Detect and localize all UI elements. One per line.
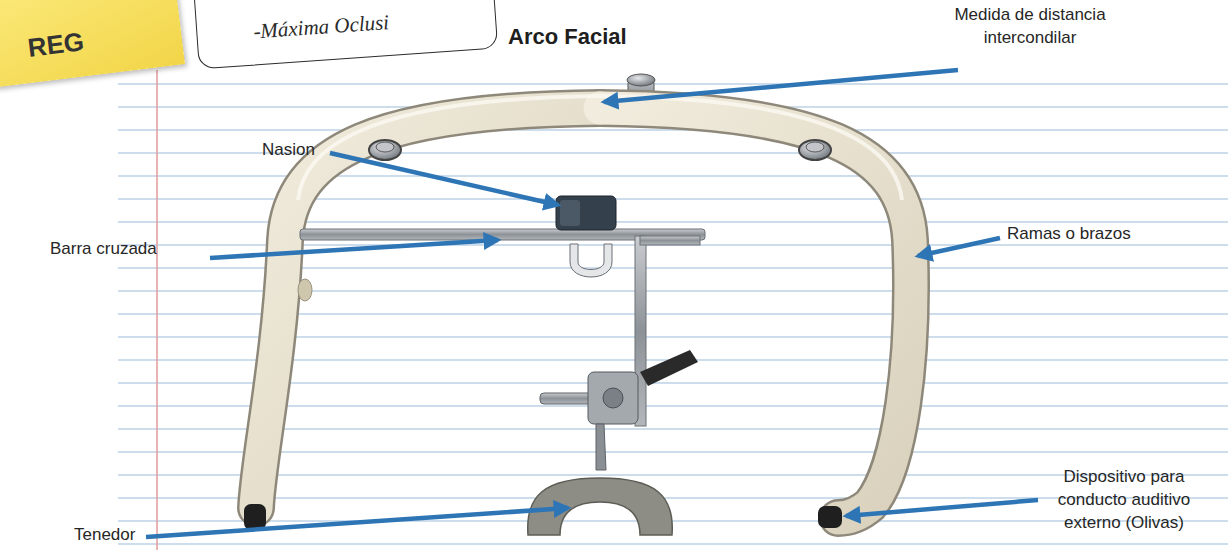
diagram-title: Arco Facial (508, 24, 627, 50)
ruled-line (118, 520, 1228, 521)
part-label: Barra cruzada (50, 238, 157, 261)
top-knob-cap (627, 74, 655, 86)
ruled-line (118, 129, 1228, 130)
ruled-line (118, 175, 1228, 176)
leader-arrows (146, 70, 1038, 537)
part-label: Dispositivo para conducto auditivo exter… (1046, 466, 1202, 535)
part-label: Tenedor (74, 524, 135, 547)
part-label: Ramas o brazos (1007, 223, 1131, 246)
bow-arms (256, 96, 911, 518)
part-label: Nasion (262, 139, 315, 162)
ruled-line (118, 474, 1228, 475)
nasion-piece (556, 196, 616, 277)
note-text: -Máxima Oclusi (253, 4, 480, 45)
margin-line (156, 70, 158, 550)
ruled-line (118, 543, 1228, 544)
part-label: Medida de distancia intercondilar (930, 4, 1130, 50)
bite-fork (528, 478, 673, 535)
note-text: REG (26, 16, 169, 64)
ruled-line (118, 83, 1228, 84)
ruled-line (118, 451, 1228, 452)
vertical-rod-clamp (540, 236, 700, 470)
arm-knobs (369, 140, 831, 160)
